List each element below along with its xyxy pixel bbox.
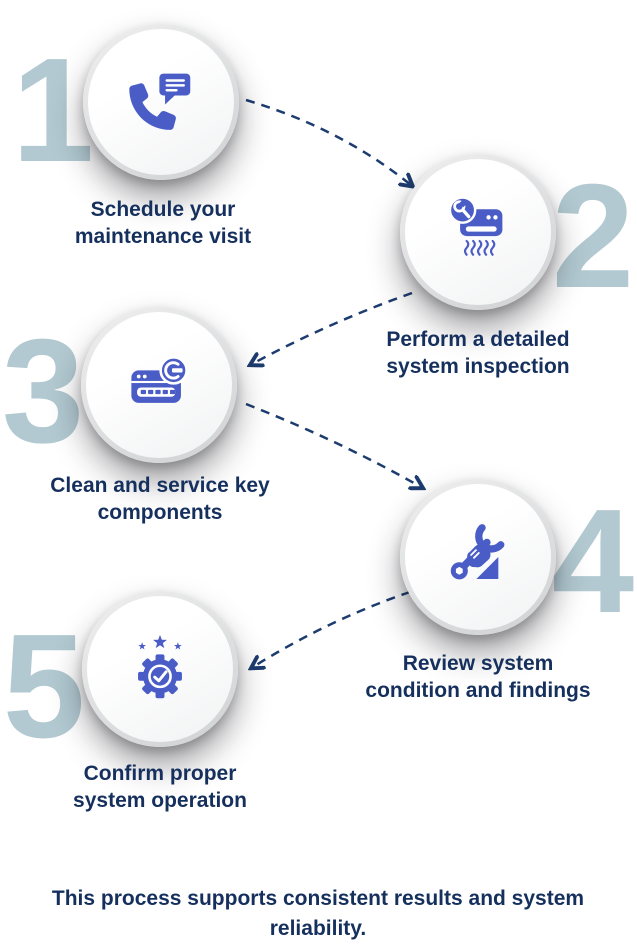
connector-1-2	[245, 98, 411, 185]
footer-text: This process supports consistent results…	[51, 887, 585, 941]
step-label-4-line1: Review system	[402, 652, 554, 675]
step-circle-5	[82, 591, 238, 747]
hand-wrench-icon	[450, 524, 505, 580]
ac-unit-service-icon	[131, 356, 188, 403]
step-number-1: 1	[11, 28, 94, 193]
step-number-4: 4	[551, 479, 634, 644]
step-label-5-line2: system operation	[73, 789, 247, 813]
step-label-2: Perform a detailed system inspection	[338, 326, 618, 381]
connector-4-5	[253, 590, 411, 667]
step-label-4: Review system condition and findings	[338, 650, 618, 705]
step-label-5: Confirm proper system operation	[20, 760, 300, 815]
step-label-5-line1: Confirm proper	[83, 762, 237, 785]
phone-chat-icon	[129, 73, 191, 130]
step-label-3: Clean and service key components	[20, 472, 300, 527]
step-number-3: 3	[1, 309, 84, 474]
step-circle-4	[400, 479, 556, 635]
step-circle-3	[81, 307, 237, 463]
connector-3-4	[245, 402, 421, 487]
step-label-4-line2: condition and findings	[365, 679, 591, 703]
step-label-2-line1: Perform a detailed	[386, 328, 570, 351]
step-label-1-line2: maintenance visit	[74, 225, 252, 249]
step-label-2-line2: system inspection	[386, 355, 570, 379]
gear-check-icon	[138, 634, 182, 699]
step-circle-2	[400, 154, 556, 310]
ac-unit-wrench-icon	[448, 196, 503, 256]
step-label-1: Schedule your maintenance visit	[23, 196, 303, 251]
step-circle-1	[83, 24, 239, 180]
step-label-3-line1: Clean and service key	[50, 474, 270, 497]
connector-2-3	[252, 291, 413, 364]
step-number-5: 5	[2, 604, 85, 769]
step-label-1-line1: Schedule your	[90, 198, 236, 221]
step-label-3-line2: components	[97, 501, 223, 525]
step-number-2: 2	[551, 154, 634, 319]
